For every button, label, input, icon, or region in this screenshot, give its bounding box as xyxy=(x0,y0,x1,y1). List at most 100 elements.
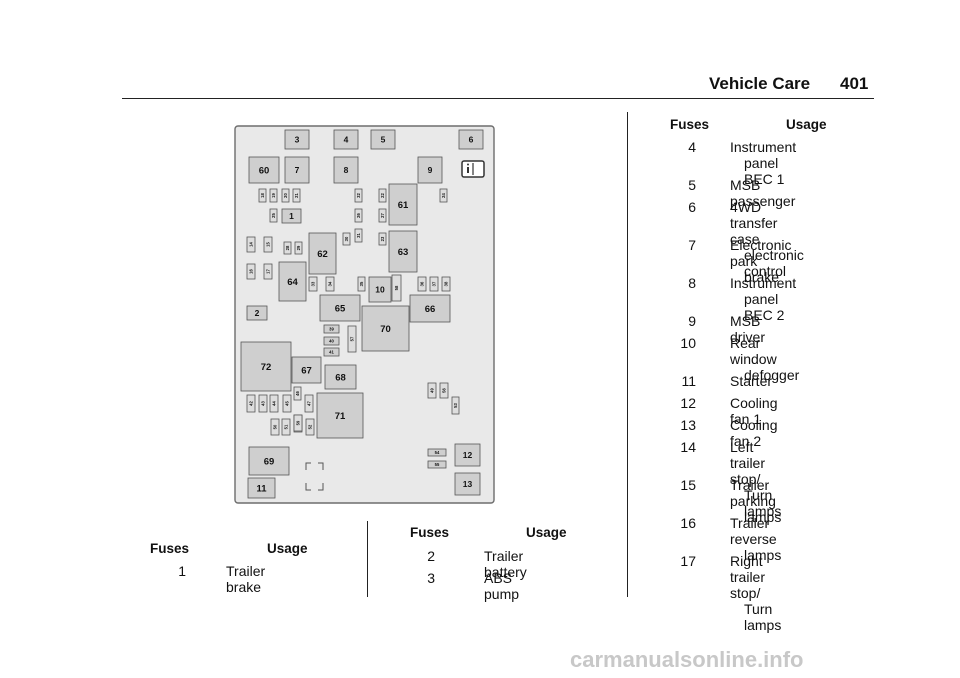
fuse-slot-label: 57 xyxy=(350,336,355,341)
fuse-slot: 47 xyxy=(304,394,314,413)
fuse-slot: 9 xyxy=(417,156,443,184)
fuse-slot: 2 xyxy=(246,305,268,321)
fuse-slot: 4 xyxy=(333,129,359,150)
fuse-slot: 6 xyxy=(458,129,484,150)
fuse-slot-box xyxy=(451,396,460,415)
fuse-slot: 46 xyxy=(293,386,302,401)
fuse-slot-box xyxy=(409,294,451,323)
fuse-slot: 20 xyxy=(281,188,290,203)
fuse-slot: 34 xyxy=(325,276,335,292)
fuse-slot-label: 23 xyxy=(380,236,385,241)
fuse-slot-label: 46 xyxy=(295,391,300,396)
fuse-usage: Trailer brake xyxy=(226,563,265,595)
fuse-slot: 64 xyxy=(278,261,307,302)
fuse-slot: 67 xyxy=(291,356,322,384)
fuse-slot-label: 37 xyxy=(432,281,437,286)
fuse-slot-label: 26 xyxy=(356,213,361,218)
usage-line: Right trailer stop/ xyxy=(730,553,766,601)
fuse-slot-label: 35 xyxy=(359,281,364,286)
fuse-slot: 35 xyxy=(357,276,366,292)
fuse-usage: Cooling fan 1 xyxy=(730,395,777,427)
fuse-slot-box xyxy=(323,324,340,334)
fuse-slot-box xyxy=(439,188,448,203)
fuse-number: 5 xyxy=(688,177,696,193)
fuse-slot: 65 xyxy=(319,294,361,322)
fuse-slot-label: 60 xyxy=(259,165,270,176)
fuse-slot: 5 xyxy=(370,129,396,150)
fuse-slot-label: 68 xyxy=(335,372,346,383)
fuse-slot-label: 33 xyxy=(311,281,316,286)
header-rule xyxy=(122,98,874,99)
fuse-slot-box xyxy=(269,208,278,223)
fuse-slot-box xyxy=(240,341,292,392)
fuse-slot-label: 1 xyxy=(289,211,294,221)
fuse-slot-box xyxy=(291,356,322,384)
manual-icon xyxy=(461,160,485,178)
fuse-number: 10 xyxy=(680,335,696,351)
fuse-slot: 57 xyxy=(347,325,357,353)
fuse-slot-box xyxy=(263,263,273,280)
usage-line: brake xyxy=(744,269,780,285)
fuse-slot: 59 xyxy=(293,414,303,432)
fuse-slot: 61 xyxy=(388,183,418,226)
fuse-slot-label: 21 xyxy=(294,193,299,198)
usage-line: Trailer parking xyxy=(730,477,776,509)
fuse-slot: 68 xyxy=(324,364,357,390)
usage-line: electronic control xyxy=(744,247,804,279)
fuse-slot: 18 xyxy=(258,188,267,203)
fuse-number: 2 xyxy=(427,548,435,564)
fuse-slot-box xyxy=(283,241,292,255)
fuse-slot-label: 47 xyxy=(307,401,312,406)
usage-line: MSB passenger xyxy=(730,177,796,209)
fuse-slot: 16 xyxy=(246,263,256,280)
fuse-slot-label: 29 xyxy=(296,245,301,250)
usage-line: Turn lamps xyxy=(744,601,782,633)
fuse-slot-box xyxy=(324,364,357,390)
fuse-slot-label: 7 xyxy=(295,165,300,175)
fuses-header: Fuses xyxy=(670,117,710,132)
usage-line: Instrument xyxy=(730,275,797,291)
fuse-slot-label: 4 xyxy=(344,134,349,144)
usage-line: Turn lamps xyxy=(744,487,782,519)
fuse-slot: 7 xyxy=(284,156,310,184)
fuse-slot-box xyxy=(429,276,439,292)
fuse-slot: 32 xyxy=(354,188,363,203)
fuse-usage: ABS pump xyxy=(484,570,519,602)
fuse-usage: Left trailer stop/Turn lamps xyxy=(730,439,781,519)
fuse-slot-label: 12 xyxy=(463,450,473,460)
usage-line: Trailer battery xyxy=(484,548,527,580)
fuse-slot-label: 28 xyxy=(285,245,290,250)
fuse-slot: 40 xyxy=(323,336,340,346)
fuse-number: 9 xyxy=(688,313,696,329)
fuse-slot-label: 8 xyxy=(344,165,349,175)
fuse-slot-label: 42 xyxy=(249,401,254,406)
fuse-slot: 43 xyxy=(258,394,268,413)
fuse-slot-label: 17 xyxy=(266,269,271,274)
fuse-slot-label: 16 xyxy=(249,269,254,274)
fuse-slot-label: 32 xyxy=(356,193,361,198)
fuse-slot-box xyxy=(246,236,256,253)
fuse-slot: 55 xyxy=(427,460,447,469)
fuse-slot-box xyxy=(308,276,318,292)
fuse-slot-label: 62 xyxy=(317,249,328,260)
fuse-slot-box xyxy=(325,276,335,292)
usage-line: defogger xyxy=(744,367,800,383)
fuses-header: Fuses xyxy=(410,525,450,540)
usage-line: Instrument xyxy=(730,139,797,155)
fuse-slot-label: 44 xyxy=(272,401,277,406)
fuse-slot-label: 6 xyxy=(469,134,474,144)
fuse-slot-label: 24 xyxy=(441,193,446,198)
fuse-slot-label: 19 xyxy=(271,193,276,198)
usage-line: lamps xyxy=(744,547,782,563)
fuse-slot-label: 10 xyxy=(375,284,385,294)
fuse-number: 13 xyxy=(680,417,696,433)
fuse-slot: 26 xyxy=(354,208,363,223)
fuse-slot-box xyxy=(388,230,418,273)
fuse-slot-label: 58 xyxy=(394,285,399,290)
fuse-slot-box xyxy=(294,241,303,255)
fuse-slot: 8 xyxy=(333,156,359,184)
